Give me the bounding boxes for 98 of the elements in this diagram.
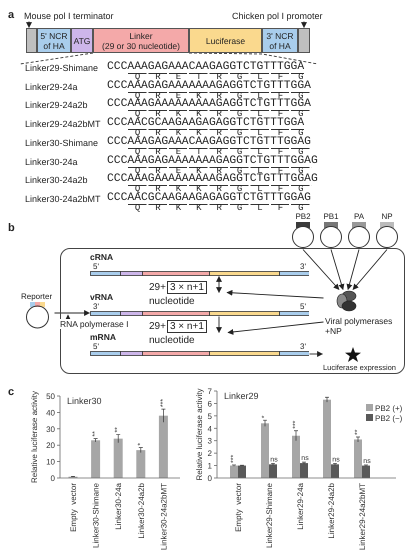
chart-title: Linker29 xyxy=(224,391,259,401)
nucleotide-sequence: CCCAAAGAGAAACAAGAGGTCTGTTTGGAG xyxy=(107,136,311,149)
polymerase-label: Viral polymerases +NP xyxy=(325,316,394,336)
end-label: 3' xyxy=(93,303,99,311)
nucleotide-sequence: CCCAACGCAAGAAGAGAGGTCTGTTTGGA xyxy=(107,118,304,130)
strand-label: cRNA xyxy=(90,253,114,262)
boxed-formula: 3 × n+1 xyxy=(166,320,207,333)
arrow xyxy=(309,351,324,357)
strand-label: vRNA xyxy=(90,293,114,302)
plasmid-label: PB2 xyxy=(294,212,312,221)
category-label: Linker29-Shimane xyxy=(265,483,274,548)
category-label: Linker29-24a xyxy=(296,483,305,530)
annotation-text: Chicken pol I promoter xyxy=(232,11,323,21)
construct-name: Linker30-24a xyxy=(25,156,78,166)
nucleotide-sequence: CCCAAAGAGAAAAAAAGAGGTCTGTTTGGA xyxy=(107,80,311,93)
construct-name: Linker29-Shimane xyxy=(25,63,98,73)
construct-name: Linker30-Shimane xyxy=(25,138,98,148)
region-label: Linker xyxy=(129,30,153,40)
arrow xyxy=(346,249,360,290)
arrow xyxy=(216,276,222,294)
arrow xyxy=(54,310,90,316)
category-label: Linker30-24a xyxy=(114,483,124,530)
panel-letter: b xyxy=(8,222,15,234)
tick-label: 5 xyxy=(208,412,212,421)
construct-segment xyxy=(71,28,93,53)
category-label: Linker30-24a2bMT xyxy=(159,483,168,550)
annotation-text: Mouse pol I terminator xyxy=(24,11,114,21)
nucleotide-sequence: CCCAAAGAAAAAAAAAGAGGTCTGTTTGGA xyxy=(107,99,311,112)
tick-label: 7 xyxy=(208,387,212,396)
construct-name: Linker30-24a2b xyxy=(25,175,88,186)
tick-label: 40 xyxy=(46,408,55,418)
chart-title: Linker30 xyxy=(67,396,102,406)
tick-label: 20 xyxy=(46,441,55,450)
cell-outline xyxy=(60,248,405,374)
construct-segment xyxy=(93,28,189,53)
tick-label: 0 xyxy=(50,474,55,483)
nucleotide-sequence: CCCAACGCAAGAAGAGAGGTCTGTTTGGAG xyxy=(107,192,311,205)
boxed-formula: 3 × n+1 xyxy=(166,281,207,294)
category-label: Linker29-24a2bMT xyxy=(358,483,367,550)
tick-label: 2 xyxy=(208,449,212,458)
tick-label: 0 xyxy=(208,474,212,483)
plasmid-label: PA xyxy=(352,212,366,221)
end-label: 5' xyxy=(93,263,99,271)
amino-acid-sequence: Q R K K R G L F G xyxy=(134,204,308,213)
plasmid-label: PB1 xyxy=(322,212,340,221)
vector-end-box xyxy=(26,28,37,53)
region-label: (29 or 30 nucleotide) xyxy=(102,40,180,50)
region-label: 3' NCR of HA xyxy=(265,30,295,50)
construct-name: Linker29-24a xyxy=(25,82,78,92)
legend-label: PB2 (+) xyxy=(375,404,402,413)
plasmid-label: NP xyxy=(380,212,394,221)
arrow xyxy=(301,21,307,28)
end-label: 3' xyxy=(300,263,306,271)
axis-title: Relative luciferase activity xyxy=(30,390,39,484)
construct-name: Linker30-24a2bMT xyxy=(25,194,101,204)
arrow xyxy=(352,249,388,290)
region-label: Luciferase xyxy=(206,36,246,46)
strand-label: mRNA xyxy=(90,333,116,342)
nucleotide-sequence: CCCAAAGAGAAACAAGAGGTCTGTTTGGA xyxy=(107,62,304,74)
formula-text: nucleotide xyxy=(149,335,196,347)
plasmid-label: Reporter xyxy=(21,292,52,301)
arrow xyxy=(227,322,324,335)
category-label: Empty vector xyxy=(234,483,243,532)
category-label: Linker30-Shimane xyxy=(92,483,101,548)
category-label: Linker30-24a2b xyxy=(136,483,146,539)
tick-label: 3 xyxy=(208,436,212,446)
arrow xyxy=(26,21,32,28)
tick-label: 1 xyxy=(208,462,212,471)
construct-segment xyxy=(189,28,262,53)
formula-text: 29+ xyxy=(149,282,166,293)
construct-name: Linker29-24a2b xyxy=(25,100,88,110)
region-label: 5' NCR of HA xyxy=(39,30,69,50)
nucleotide-sequence: CCCAAAGAAAAAAAAAGAGGTCTGTTTGGAG xyxy=(107,174,318,186)
legend-label: PB2 (−) xyxy=(375,414,402,423)
tick-label: 6 xyxy=(208,399,212,408)
panel-letter: a xyxy=(8,9,14,21)
end-label: 3' xyxy=(300,343,306,351)
category-label: Empty vector xyxy=(69,483,78,532)
tick-label: 4 xyxy=(208,424,212,434)
arrow xyxy=(216,316,222,334)
end-label: 5' xyxy=(300,303,306,311)
tick-label: 10 xyxy=(46,458,55,467)
arrow xyxy=(330,249,344,290)
construct-name: Linker29-24a2bMT xyxy=(25,119,101,130)
vector-end-box xyxy=(298,28,310,53)
axis-title: Relative luciferase activity xyxy=(195,388,204,481)
category-label: Linker29-24a2b xyxy=(327,483,336,539)
formula-text: nucleotide xyxy=(149,296,196,308)
panel-letter: c xyxy=(8,386,14,398)
edge-label: RNA polymerase I xyxy=(60,319,128,329)
formula-text: 29+ xyxy=(149,321,166,332)
arrow xyxy=(302,249,340,290)
arrow xyxy=(226,290,324,298)
end-label: 5' xyxy=(93,343,99,351)
tick-label: 50 xyxy=(46,392,55,401)
nucleotide-sequence: CCCAAAGAGAAAAAAAGAGGTCTGTTTGGAG xyxy=(107,156,318,168)
region-label: ATG xyxy=(74,36,90,46)
tick-label: 30 xyxy=(46,424,55,434)
